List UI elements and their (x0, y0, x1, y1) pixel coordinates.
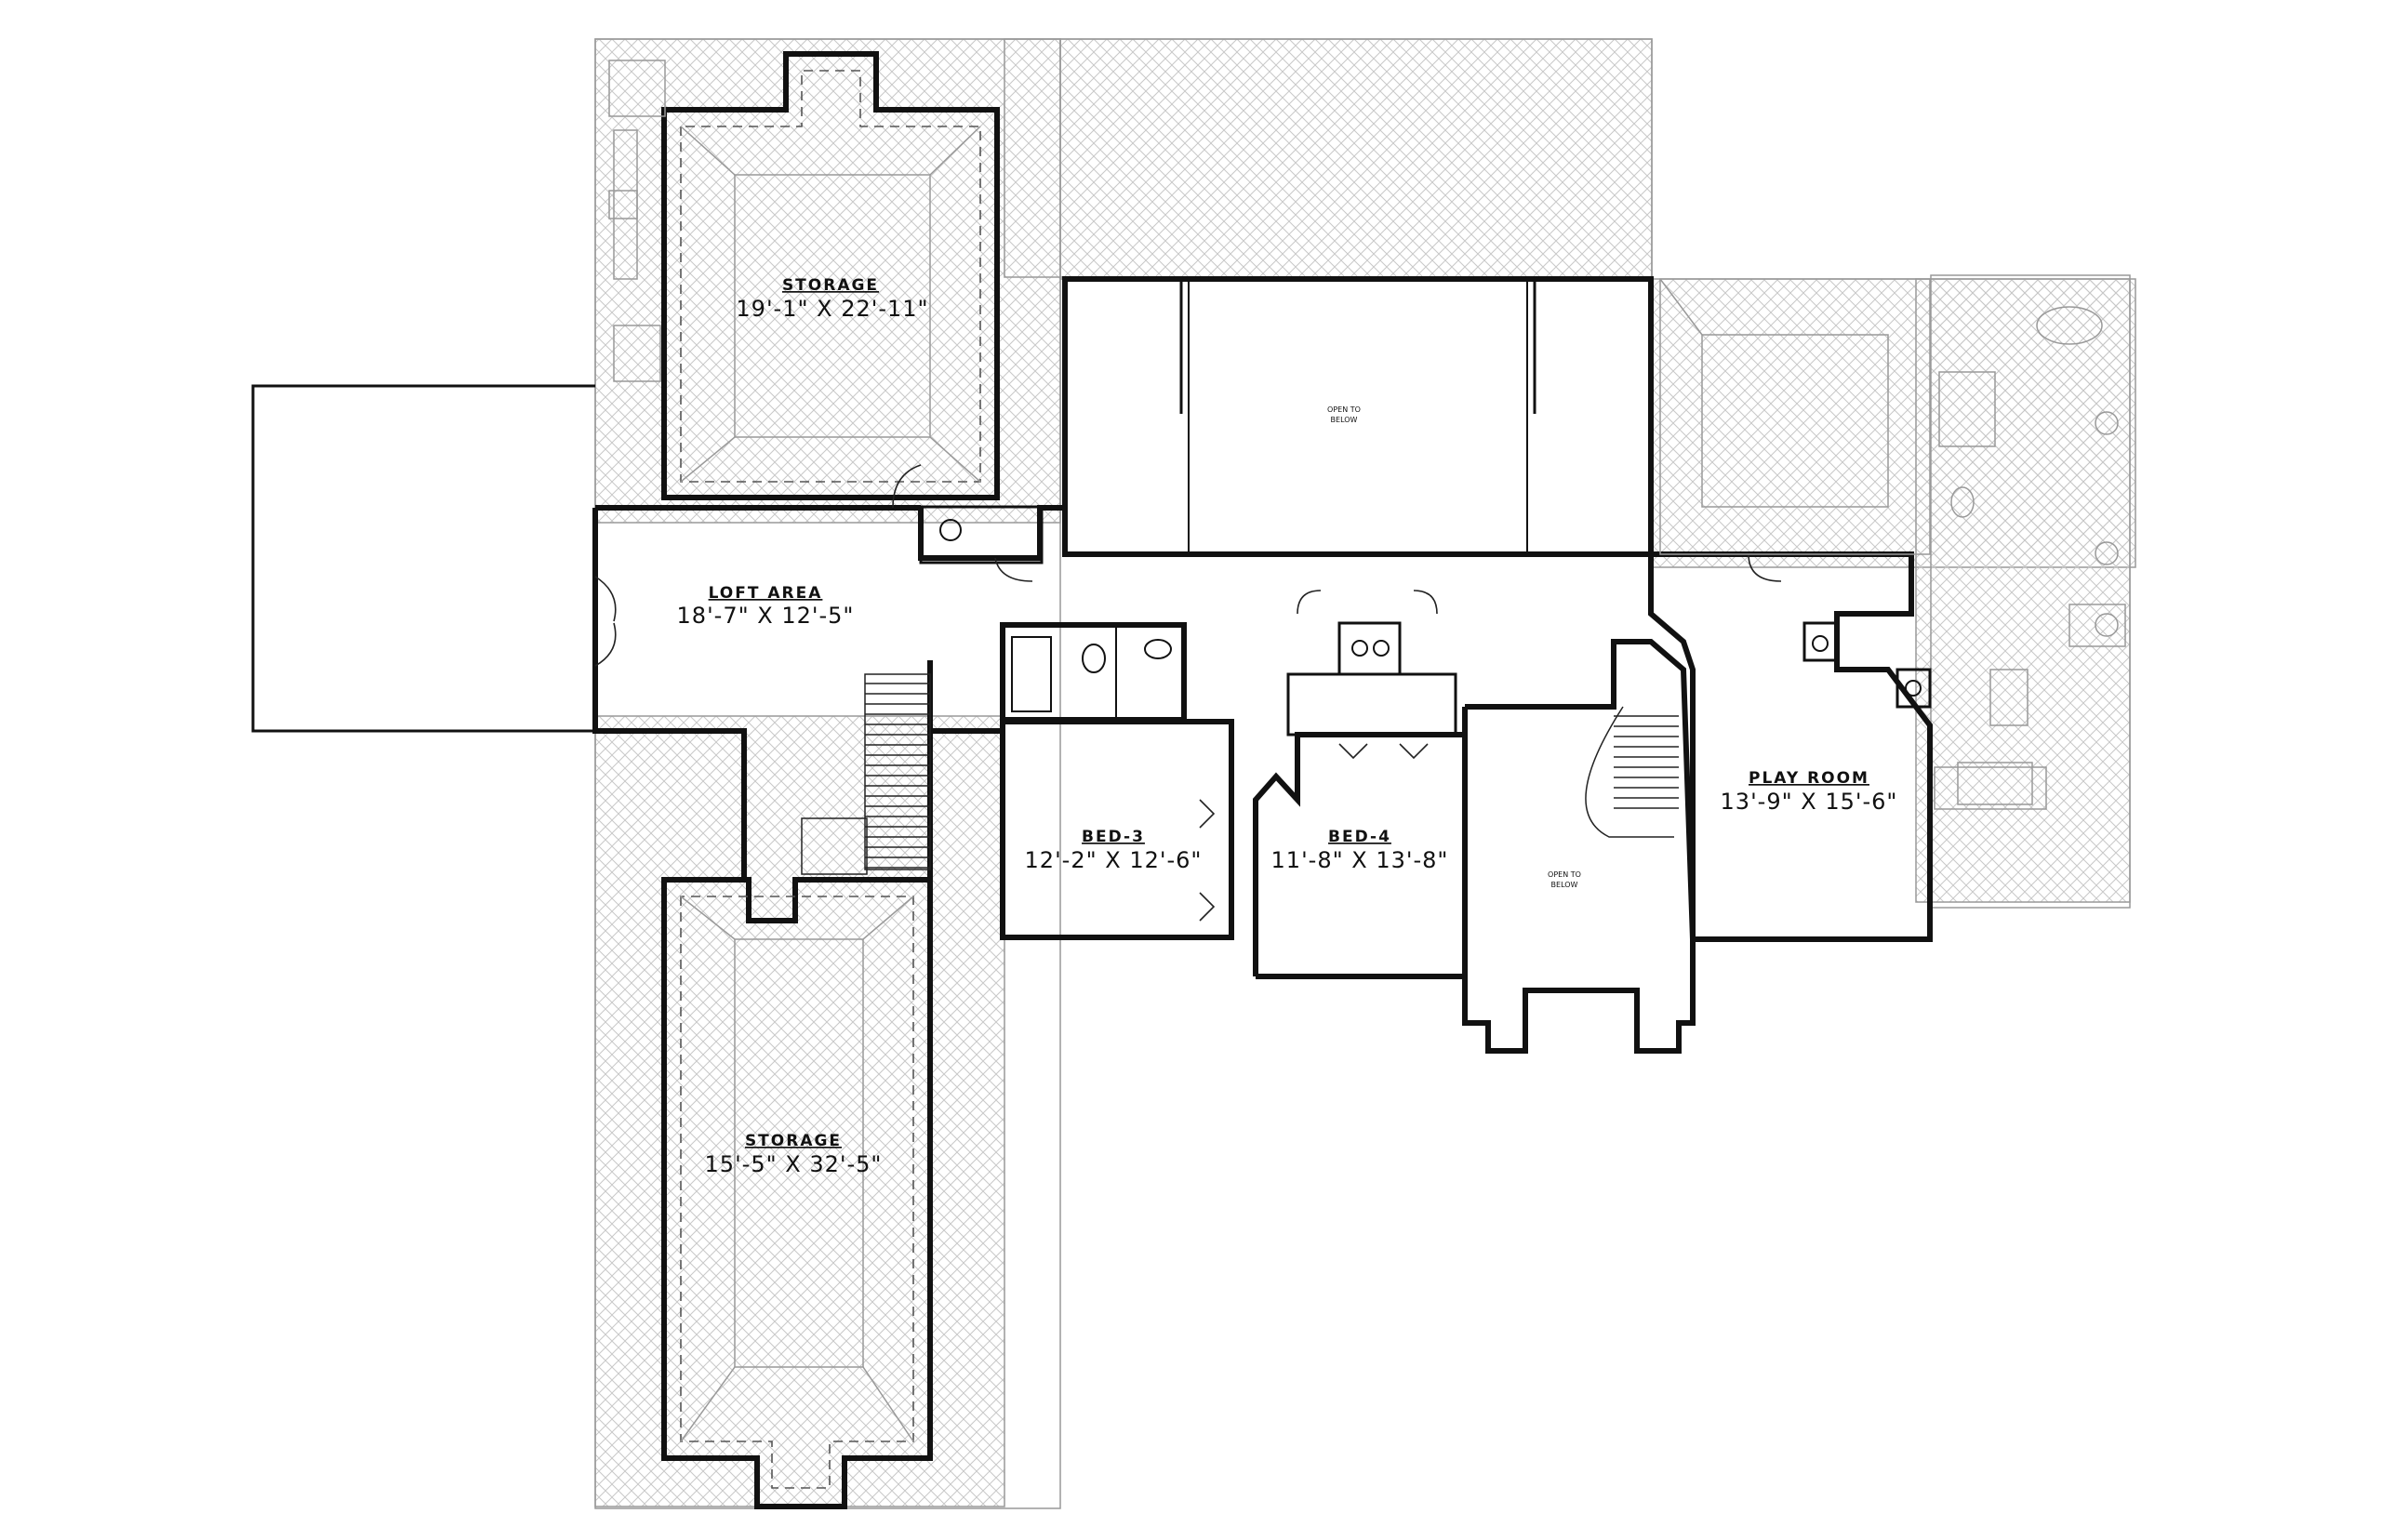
open-to-below-upper-line1: OPEN TO (1327, 405, 1361, 414)
storage-upper-dims: 19'-1" X 22'-11" (736, 296, 928, 322)
open-to-below-upper (1062, 276, 1654, 557)
garage-wing (251, 384, 595, 733)
loft-stair (864, 673, 931, 870)
storage-upper-room (661, 51, 1000, 500)
play-room-dims: 13'-9" X 15'-6" (1721, 789, 1898, 815)
bed-4-dims: 11'-8" X 13'-8" (1271, 847, 1449, 873)
bed-3-name: BED-3 (1082, 828, 1145, 846)
bed-4-name: BED-4 (1328, 828, 1391, 846)
closet-pantry (919, 505, 1044, 582)
open-to-below-upper-line2: BELOW (1331, 416, 1358, 424)
storage-lower-room (661, 877, 933, 1509)
bath-room (1000, 622, 1187, 723)
left-cabinets (608, 60, 666, 382)
play-room (1648, 551, 1933, 942)
roof-hatch-areas (594, 38, 2136, 1507)
storage-lower-dims: 15'-5" X 32'-5" (705, 1151, 883, 1177)
bed-4-room (1253, 590, 1468, 979)
open-to-below-stair-line2: BELOW (1551, 881, 1578, 889)
bed-3-dims: 12'-2" X 12'-6" (1025, 847, 1203, 873)
open-to-below-stair (1462, 639, 1696, 1054)
master-suite-fixtures (1659, 278, 2126, 810)
open-to-below-stair-line1: OPEN TO (1548, 870, 1581, 879)
loft-name: LOFT AREA (709, 584, 823, 603)
storage-upper-name: STORAGE (782, 276, 879, 295)
loft-dims: 18'-7" X 12'-5" (677, 603, 855, 629)
storage-lower-name: STORAGE (745, 1132, 842, 1150)
play-room-name: PLAY ROOM (1749, 769, 1869, 788)
bed-3-room (1000, 719, 1234, 940)
lower-stair (801, 817, 868, 875)
